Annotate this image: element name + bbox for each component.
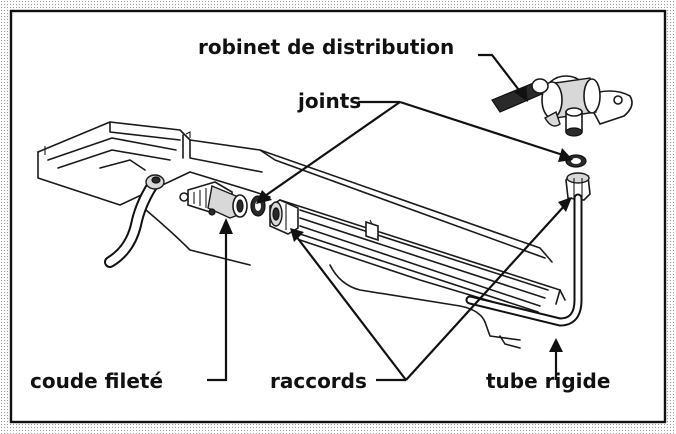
distribution-valve [491,75,633,137]
label-coude: coude fileté [30,369,163,393]
label-tube: tube rigide [486,369,610,393]
raccord-nut-right [565,172,591,201]
leader-coude [207,218,233,382]
label-robinet: robinet de distribution [198,35,454,59]
threaded-elbow [179,181,248,219]
leader-tube [549,338,563,380]
flexible-hose [104,174,165,268]
label-joints: joints [297,89,361,113]
inner-panel [9,9,667,424]
leader-joints [256,100,573,204]
label-raccords: raccords [270,369,367,393]
tank-body [37,121,566,349]
raccord-nut-left [269,199,299,235]
leader-robinet [478,53,528,102]
rigid-tube [465,193,583,327]
leader-raccords [290,197,572,382]
